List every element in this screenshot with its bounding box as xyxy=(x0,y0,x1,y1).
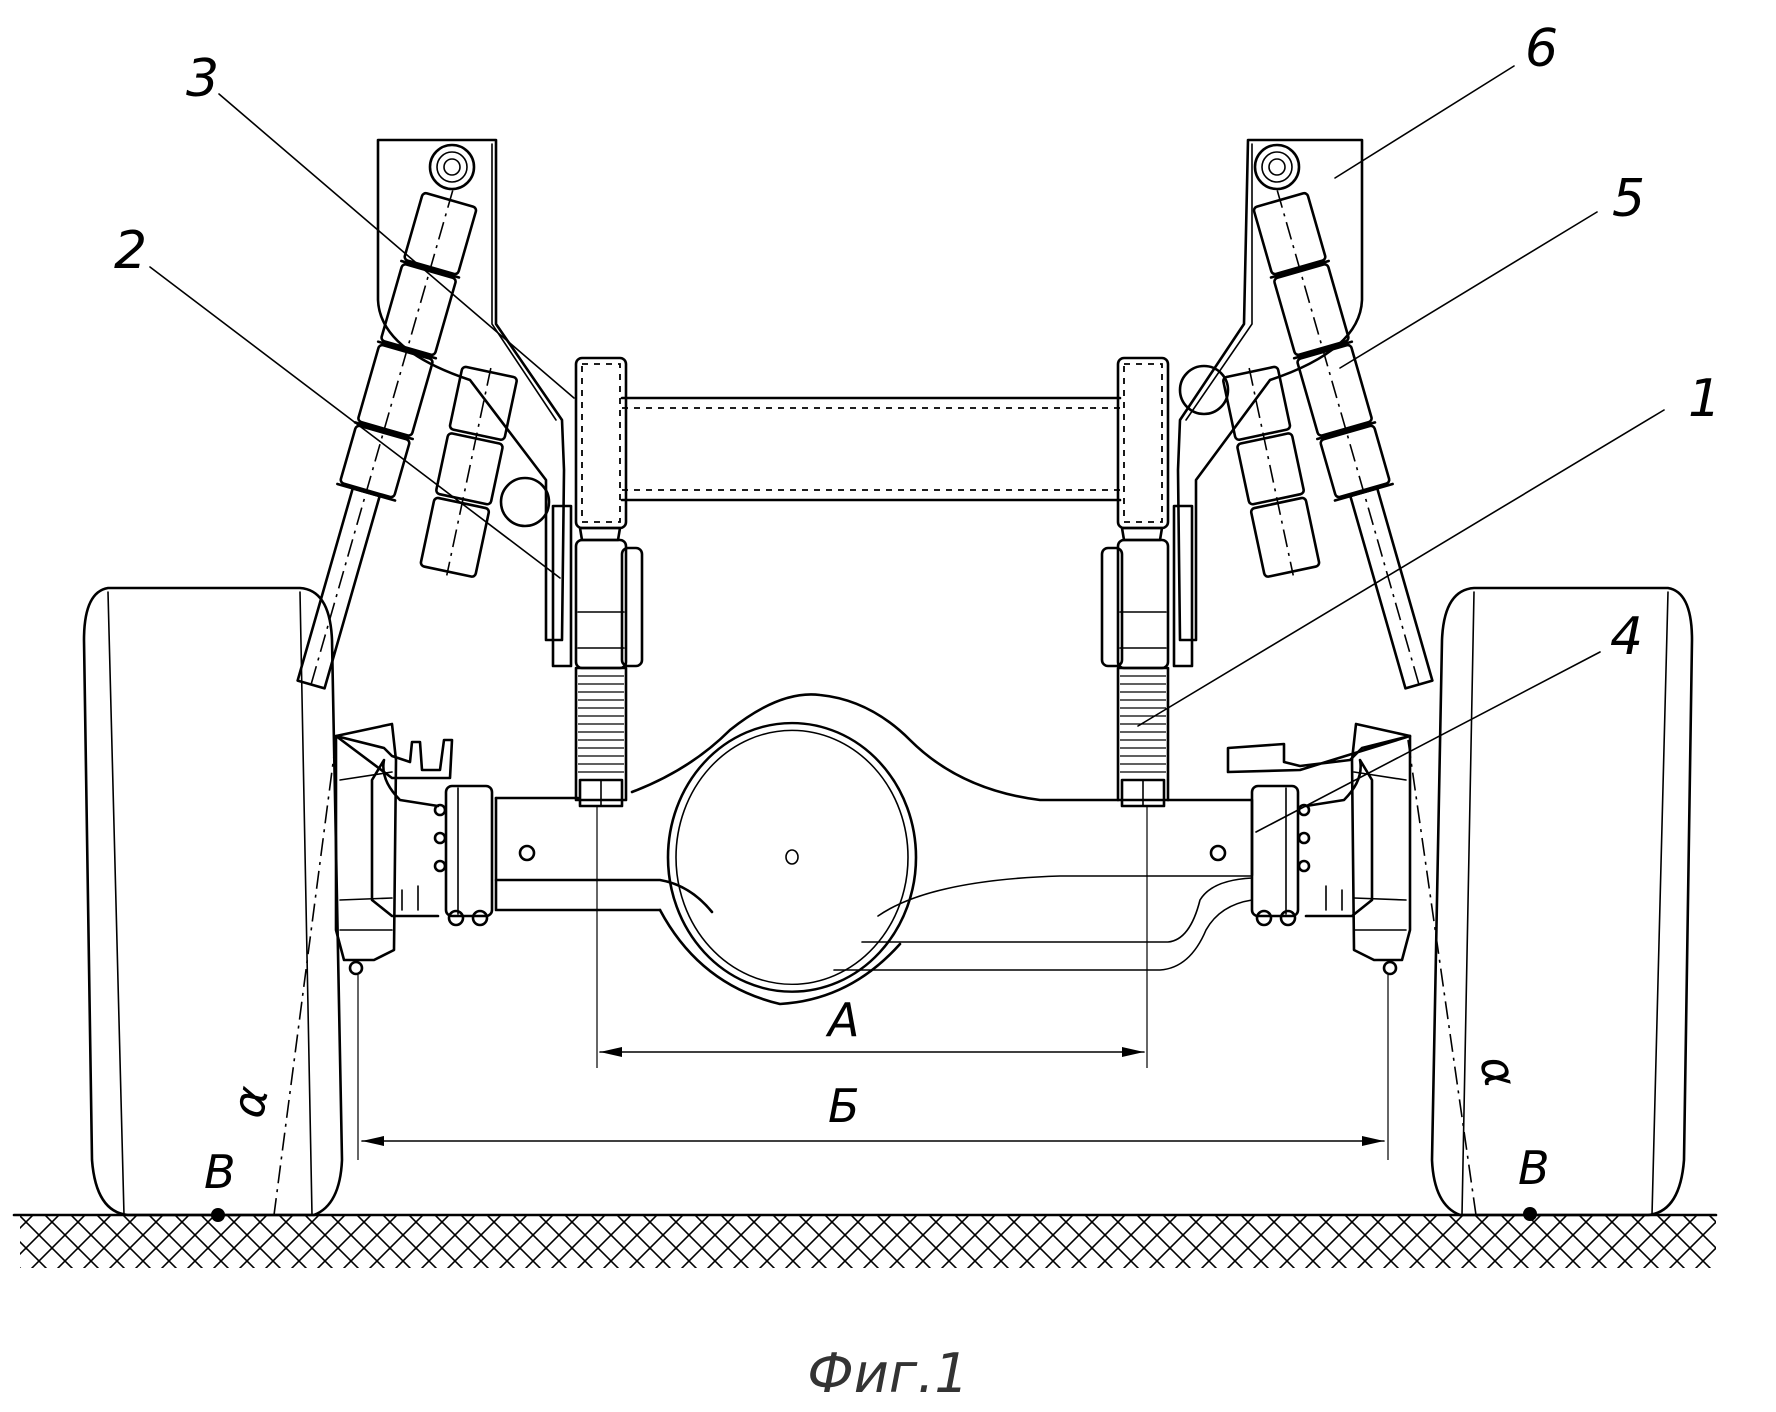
right-upper-bracket xyxy=(1176,138,1364,642)
right-side-member xyxy=(1116,356,1170,542)
shock-centerline xyxy=(310,190,454,685)
figure-caption: Фиг.1 xyxy=(807,1342,968,1405)
left-wheel xyxy=(82,586,344,1217)
callout-1: 1 xyxy=(1688,369,1721,429)
differential-housing xyxy=(658,721,918,1006)
dimension-B xyxy=(357,975,1389,1160)
shock-ring xyxy=(353,421,414,441)
leader-2 xyxy=(149,266,561,579)
shock-body-segment xyxy=(1273,263,1350,357)
right-damper-inner xyxy=(1222,365,1321,578)
left-knuckle xyxy=(334,722,454,976)
left-hub xyxy=(370,758,494,927)
leader-lines xyxy=(149,65,1665,833)
callout-3: 3 xyxy=(186,49,219,109)
left-eye-mount xyxy=(428,143,476,191)
callout-2: 2 xyxy=(114,221,147,281)
shock-centerline xyxy=(1276,190,1420,685)
callout-6: 6 xyxy=(1525,19,1558,79)
left-lower-bracket xyxy=(551,504,644,668)
leader-1 xyxy=(1137,409,1665,727)
callout-4: 4 xyxy=(1610,607,1643,667)
ground xyxy=(12,1213,1718,1268)
left-point-marker xyxy=(211,1208,225,1222)
right-wheel xyxy=(1430,586,1694,1217)
dimension-A-label: А xyxy=(825,993,859,1047)
damper-centerline xyxy=(445,367,492,576)
right-point-marker xyxy=(1523,1207,1537,1221)
right-beam-hole xyxy=(1209,844,1227,862)
right-spring xyxy=(1116,538,1170,808)
left-spring xyxy=(574,538,628,808)
right-lower-bracket xyxy=(1100,504,1194,668)
shock-absorbers xyxy=(296,190,1434,690)
callout-5: 5 xyxy=(1612,169,1645,229)
left-damper-inner xyxy=(419,365,518,578)
damper-centerline xyxy=(1248,367,1295,576)
axle-beam xyxy=(494,693,1254,971)
left-bracket-hole xyxy=(499,476,551,528)
right-camber-line xyxy=(1407,739,1477,1216)
dimension-A xyxy=(596,806,1148,1068)
ground-hatching xyxy=(20,1216,1716,1268)
left-upper-bracket xyxy=(376,138,566,642)
cross-member xyxy=(620,396,1122,502)
leader-4 xyxy=(1255,651,1601,833)
dimension-B-label: Б xyxy=(828,1079,860,1133)
right-bracket-hole xyxy=(1178,364,1230,416)
shock-ring xyxy=(1316,421,1377,441)
right-shock-outer xyxy=(1252,190,1434,690)
left-side-member xyxy=(574,356,628,542)
left-camber-line xyxy=(273,739,337,1216)
leader-5 xyxy=(1339,211,1598,369)
right-angle-label: α xyxy=(1469,1051,1528,1092)
right-knuckle xyxy=(1226,722,1412,976)
leader-6 xyxy=(1334,65,1515,179)
left-angle-label: α xyxy=(220,1081,279,1122)
left-beam-hole xyxy=(518,844,536,862)
right-point-label: В xyxy=(1518,1141,1550,1195)
left-shock-outer xyxy=(296,190,478,690)
leader-3 xyxy=(218,93,575,399)
left-point-label: В xyxy=(204,1145,236,1199)
right-eye-mount xyxy=(1253,143,1301,191)
